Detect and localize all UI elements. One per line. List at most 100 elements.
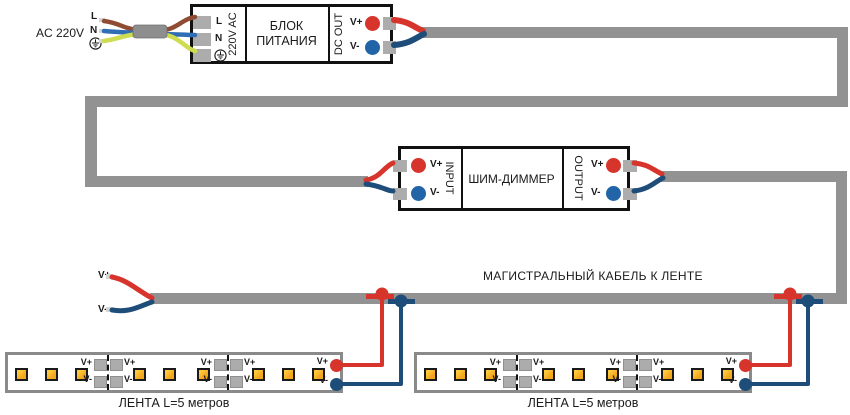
cut-point-line	[516, 355, 518, 390]
strip-terminal-plus-label: V+	[725, 356, 737, 366]
dimmer-out-minus-pad	[623, 188, 637, 200]
psu-divider-right	[328, 7, 330, 61]
psu-out-plus-pad	[383, 17, 396, 30]
cable-to-dimmer-input	[85, 176, 368, 187]
cut-vplus-label: V+	[124, 357, 136, 367]
dimmer-out-plus-wire	[631, 160, 665, 177]
dimmer-in-minus-pad	[393, 188, 407, 200]
led-chip	[721, 368, 734, 381]
dimmer-input-side-label: INPUT	[443, 161, 455, 195]
cut-vminus-label: V-	[124, 374, 133, 384]
dimmer-out-vplus-label: V+	[591, 159, 604, 170]
cable-dimmer-out-run	[660, 171, 847, 182]
cut-pad-minus-right	[230, 376, 243, 388]
dimmer-out-vminus-label: V-	[591, 187, 601, 198]
strip2-plus-drop-wire	[748, 296, 792, 367]
mains-line-label: L	[91, 11, 98, 22]
psu-terminal-line	[193, 16, 211, 29]
trunk-vminus-label: V-	[98, 304, 108, 315]
psu-name: БЛОК ПИТАНИЯ	[256, 19, 317, 48]
cable-left-drop	[85, 96, 97, 187]
led-strip-1: V+ V- V+V+V-V-V+V+V-V-	[5, 352, 343, 393]
dimmer-out-vminus-terminal	[606, 186, 621, 201]
led-chip	[691, 368, 704, 381]
cable-right-drop-bottom	[836, 171, 847, 304]
cut-vplus-label: V+	[200, 357, 212, 367]
led-chip	[312, 368, 325, 381]
cable-return-run	[85, 96, 848, 107]
strip-terminal-plus-label: V+	[316, 356, 328, 366]
dimmer-name: ШИМ-ДИММЕР	[468, 172, 555, 186]
dimmer-in-vplus-terminal	[411, 158, 426, 173]
led-chip	[606, 368, 619, 381]
cut-vplus-label: V+	[80, 357, 92, 367]
cut-pad-minus-left	[214, 376, 227, 388]
cut-point-line	[107, 355, 109, 390]
trunk-cable	[150, 293, 847, 304]
cut-pad-minus-right	[639, 376, 652, 388]
mains-neutral-label: N	[90, 25, 98, 36]
dimmer-divider-right	[562, 149, 564, 208]
wire-tip	[99, 18, 105, 22]
psu-output-side-label: DC OUT	[333, 12, 345, 56]
psu-neutral-label: N	[215, 33, 223, 44]
cut-vplus-label: V+	[653, 357, 665, 367]
trunk-cable-label: МАГИСТРАЛЬНЫЙ КАБЕЛЬ К ЛЕНТЕ	[483, 269, 703, 283]
led-chip	[15, 368, 28, 381]
psu-out-minus-pad	[383, 41, 396, 54]
led-chip	[484, 368, 497, 381]
dimmer-in-vplus-label: V+	[430, 159, 443, 170]
cut-pad-plus-left	[503, 359, 516, 371]
psu-terminal-neutral	[193, 33, 211, 46]
cut-pad-plus-right	[519, 359, 532, 371]
strip-2-caption: ЛЕНТА L=5 метров	[527, 396, 639, 410]
dimmer-in-plus-pad	[393, 160, 407, 172]
strip-vplus-terminal	[330, 359, 343, 372]
led-chip	[252, 368, 265, 381]
dimmer-output-side-label: OUTPUT	[572, 155, 584, 201]
strip1-plus-drop-wire	[340, 296, 384, 367]
cut-vminus-label: V-	[492, 374, 501, 384]
cut-point-line	[636, 355, 638, 390]
psu-terminal-earth	[193, 49, 211, 62]
trunk-plus-tail-wire	[109, 274, 155, 301]
mains-voltage-label: AC 220V	[36, 26, 85, 40]
cut-pad-plus-right	[110, 359, 123, 371]
cut-vminus-label: V-	[244, 374, 253, 384]
dimmer-out-vplus-terminal	[606, 158, 621, 173]
cable-sleeve	[132, 24, 168, 39]
earth-ground-icon	[89, 37, 102, 50]
cut-vplus-label: V+	[533, 357, 545, 367]
strip1-minus-drop-wire	[340, 303, 403, 386]
cut-vminus-label: V-	[612, 374, 621, 384]
wire-tip	[99, 29, 105, 33]
psu-vminus-terminal	[365, 40, 380, 55]
dimmer-out-plus-pad	[623, 160, 637, 172]
cut-pad-plus-left	[623, 359, 636, 371]
mains-line-wire	[101, 14, 198, 33]
led-chip	[282, 368, 295, 381]
led-chip	[542, 368, 555, 381]
led-chip	[133, 368, 146, 381]
mains-neutral-wire	[101, 28, 198, 38]
power-supply-block: БЛОК ПИТАНИЯ 220V AC DC OUT L N V+ V-	[190, 4, 396, 64]
strip-vminus-terminal	[739, 378, 752, 391]
psu-divider-left	[245, 7, 247, 61]
cut-pad-plus-right	[230, 359, 243, 371]
led-chip	[45, 368, 58, 381]
cut-vminus-label: V-	[83, 374, 92, 384]
led-chip	[75, 368, 88, 381]
led-strip-2: V+ V- V+V+V-V-V+V+V-V-	[414, 352, 752, 393]
psu-vplus-terminal	[365, 16, 380, 31]
cut-pad-plus-right	[639, 359, 652, 371]
strip-vminus-terminal	[330, 378, 343, 391]
led-chip	[572, 368, 585, 381]
psu-vplus-label: V+	[350, 17, 363, 28]
cut-pad-minus-right	[110, 376, 123, 388]
led-chip	[163, 368, 176, 381]
mains-earth-wire	[101, 31, 198, 54]
cable-right-drop-top	[837, 27, 848, 107]
cut-pad-minus-left	[94, 376, 107, 388]
cut-pad-plus-left	[214, 359, 227, 371]
